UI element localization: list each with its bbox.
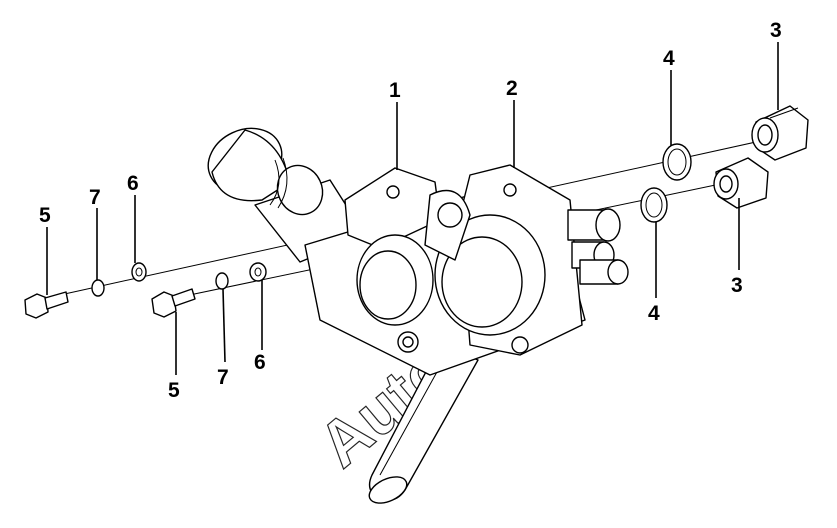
callout-6-lower: 6 xyxy=(254,351,266,374)
fitting-lower xyxy=(713,157,769,209)
lock-washer-upper xyxy=(91,279,105,297)
control-knob xyxy=(207,127,366,263)
callout-3-upper: 3 xyxy=(770,19,782,42)
valve-body xyxy=(304,164,586,376)
callout-7-upper: 7 xyxy=(89,186,101,209)
callout-1: 1 xyxy=(389,79,401,102)
seal-ring-lower xyxy=(640,187,668,223)
callout-6-upper: 6 xyxy=(127,172,139,195)
fitting-upper xyxy=(751,105,809,161)
callout-7-lower: 7 xyxy=(217,366,229,389)
callout-4-lower: 4 xyxy=(648,302,660,325)
seal-ring-lower-inner xyxy=(645,192,663,218)
flat-washer-upper xyxy=(131,262,147,282)
callout-5-lower: 5 xyxy=(168,379,180,402)
flat-washer-lower-hole xyxy=(254,267,262,277)
flat-washer-upper-hole xyxy=(135,267,143,277)
bolt-upper xyxy=(24,291,69,319)
flat-washer-lower xyxy=(249,262,267,282)
callout-4-upper: 4 xyxy=(663,47,675,70)
bolt-lower xyxy=(151,288,196,318)
lock-washer-lower xyxy=(215,272,229,290)
seal-ring-upper-inner xyxy=(667,148,687,176)
callout-2: 2 xyxy=(506,77,518,100)
callout-5-upper: 5 xyxy=(39,204,51,227)
side-valve-stack xyxy=(567,208,629,285)
leader-7b xyxy=(222,288,226,363)
callout-3-lower: 3 xyxy=(731,274,743,297)
